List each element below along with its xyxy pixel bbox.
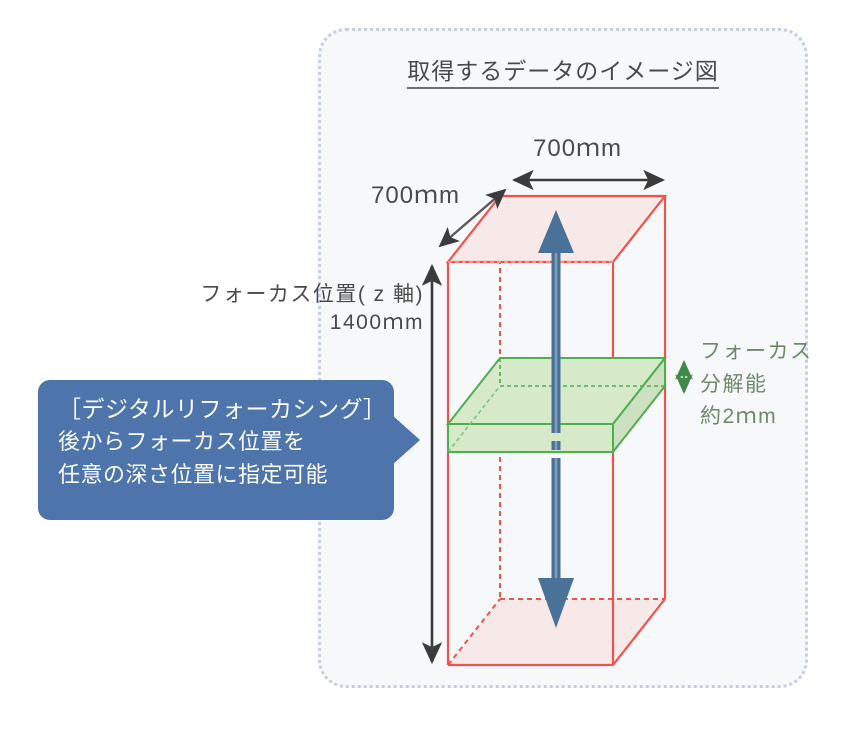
label-z-axis-line2: 1400ｍm (329, 311, 424, 335)
callout-line-3: 任意の深さ位置に指定可能 (58, 461, 329, 487)
label-focus-resolution: フォーカス 分解能 約2ｍm (700, 336, 813, 434)
depth-dimension-arrow (438, 188, 507, 248)
page-title: 取得するデータのイメージ図 (318, 52, 808, 89)
focus-axis-arrow (538, 210, 574, 628)
volume-bottom-face (447, 598, 666, 667)
label-focus-resolution-line1: フォーカス (700, 340, 813, 363)
label-z-axis: フォーカス位置( z 軸) 1400ｍm (139, 281, 424, 338)
label-depth: 700ｍm (371, 182, 461, 209)
digital-refocusing-callout (38, 380, 394, 520)
label-top-width: 700ｍm (533, 135, 623, 162)
page-title-text: 取得するデータのイメージ図 (407, 58, 719, 89)
label-focus-resolution-line3: 約2ｍm (700, 405, 778, 429)
callout-text-block: ［デジタルリフォーカシング］ 後からフォーカス位置を 任意の深さ位置に指定可能 (58, 392, 388, 491)
label-focus-resolution-line2: 分解能 (700, 372, 768, 396)
callout-line-2: 後からフォーカス位置を (58, 429, 306, 455)
callout-line-1: ［デジタルリフォーカシング］ (58, 396, 387, 422)
label-z-axis-line1: フォーカス位置( z 軸) (200, 283, 424, 306)
callout-pointer (392, 415, 420, 465)
